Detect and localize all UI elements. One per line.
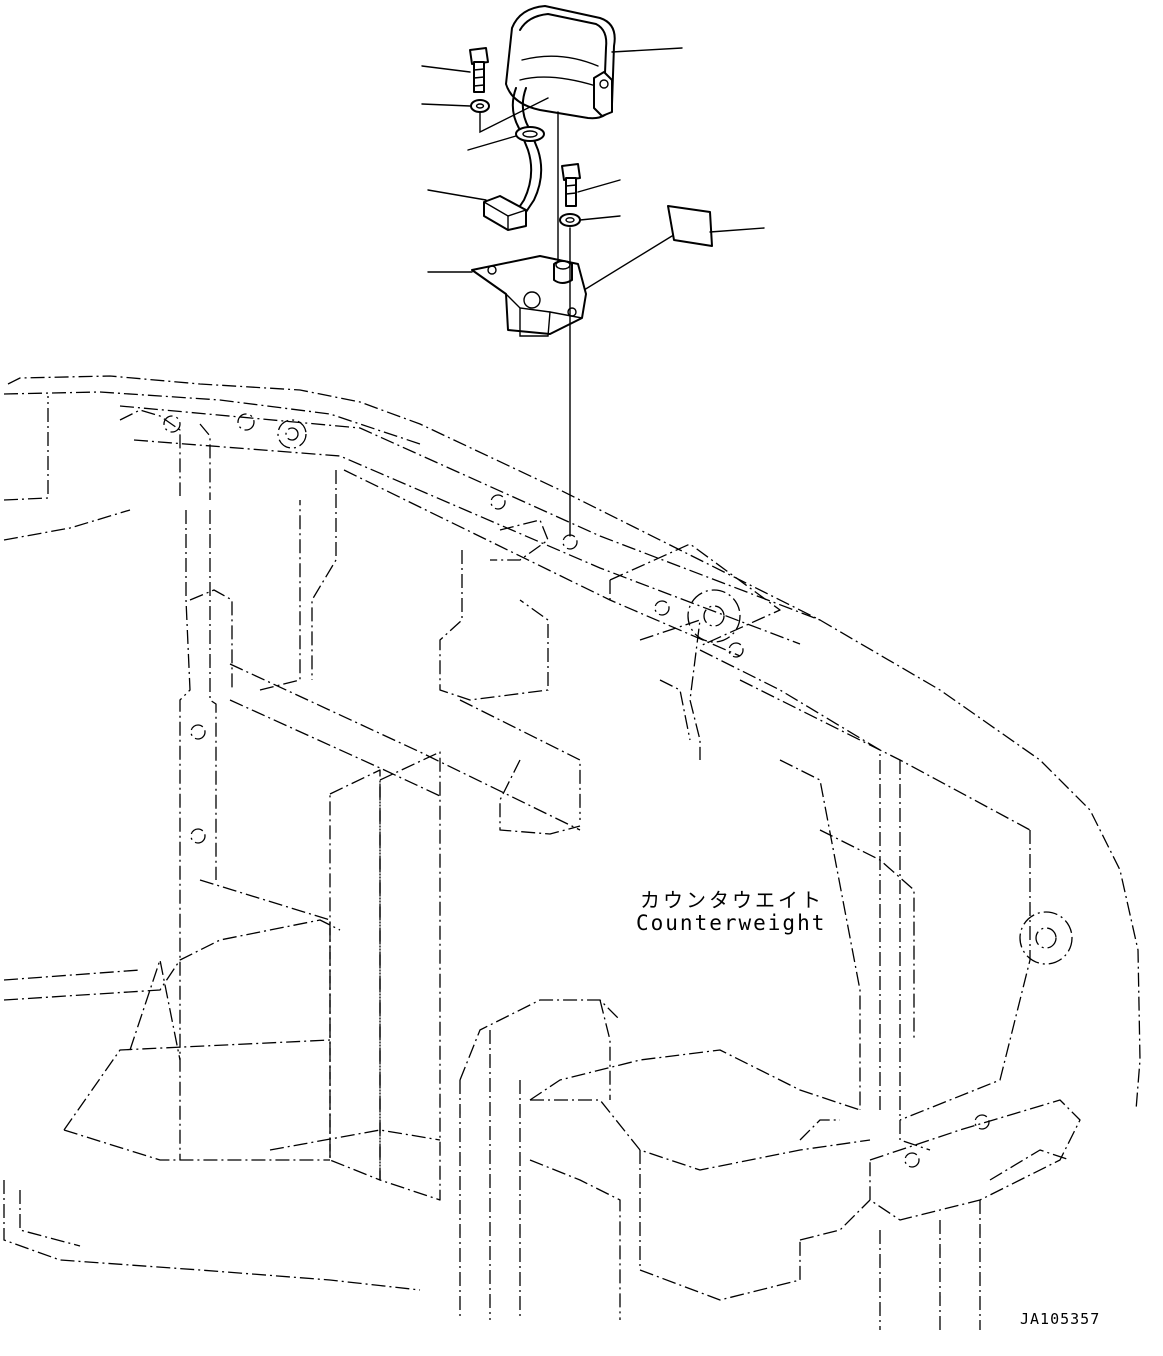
bolt-icon — [469, 47, 489, 93]
bracket-icon — [471, 255, 587, 337]
counterweight-label-en: Counterweight — [636, 911, 827, 935]
washer-icon — [559, 213, 581, 227]
drawing-code: JA105357 — [1020, 1310, 1101, 1328]
lamp-icon — [505, 5, 616, 120]
counterweight-label-jp: カウンタウエイト — [640, 888, 824, 912]
bolt-icon — [561, 163, 581, 207]
grommet-icon — [515, 126, 545, 142]
counterweight-outline — [3, 375, 1141, 1330]
washer-icon — [470, 99, 490, 113]
connector-icon — [483, 195, 527, 231]
pad-icon — [667, 205, 713, 247]
